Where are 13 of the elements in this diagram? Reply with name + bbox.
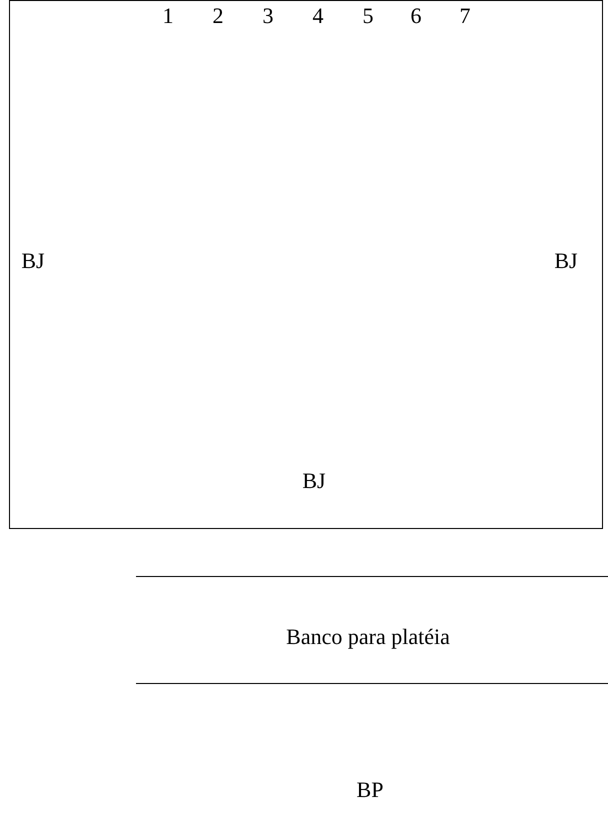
area-label: BJ <box>21 250 45 272</box>
area-label: BJ <box>554 250 578 272</box>
position-number: 5 <box>362 5 374 27</box>
position-number: 4 <box>312 5 324 27</box>
area-label: BP <box>356 779 384 801</box>
position-number: 2 <box>212 5 224 27</box>
position-number: 3 <box>262 5 274 27</box>
position-number: 1 <box>162 5 174 27</box>
playing-area-outline <box>9 0 603 529</box>
area-label: BJ <box>302 470 326 492</box>
bench-caption: Banco para platéia <box>286 626 450 648</box>
position-number: 6 <box>410 5 422 27</box>
position-number: 7 <box>460 5 470 27</box>
